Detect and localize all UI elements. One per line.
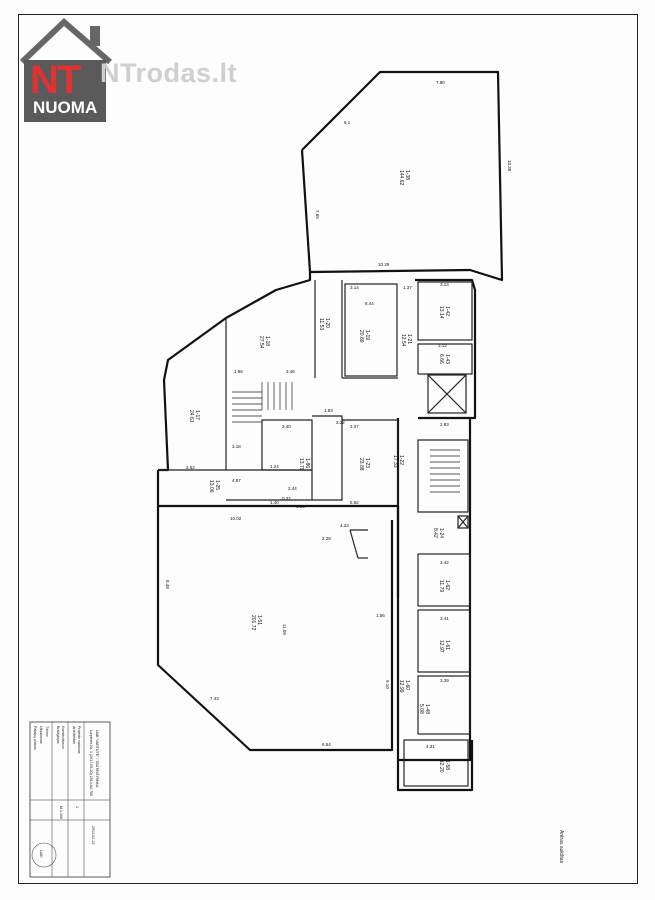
house-roof-icon bbox=[19, 17, 112, 65]
dimension-label: 5.62 bbox=[350, 500, 359, 505]
dimension-label: 6.1 bbox=[344, 120, 351, 125]
title-block-heading: UAB "VARTUTE" / TAUTINŠ RINKA bbox=[95, 730, 100, 788]
room-labels: 1-38144.62 1-1920.89 1-4213.14 1-436.66 … bbox=[188, 170, 450, 773]
dimension-label: 10.29 bbox=[378, 262, 390, 267]
title-block-row: Braižytojas bbox=[56, 726, 60, 744]
title-block-row: Architektas bbox=[72, 726, 76, 744]
room-label: 1-1724.61 bbox=[188, 410, 200, 423]
title-block-row: Patalpų planas bbox=[33, 726, 37, 750]
dimension-labels: 7.90 10.38 10.29 7.65 6.1 3.14 8.44 1.37… bbox=[165, 80, 512, 749]
dimension-label: 4.87 bbox=[232, 478, 241, 483]
title-block-row: Projekto vadovas bbox=[77, 726, 81, 754]
dimension-label: 1.93 bbox=[324, 408, 333, 413]
room-label: 1-6112.97 bbox=[438, 640, 450, 653]
dimension-label: 1.96 bbox=[234, 369, 243, 374]
exterior-walls bbox=[156, 70, 504, 792]
room-label: 1-2513.06 bbox=[208, 480, 220, 493]
room-label: 1-2011.53 bbox=[318, 318, 330, 330]
room-label: 1-38144.62 bbox=[398, 170, 410, 186]
title-block: UAB "VARTUTE" / TAUTINŠ RINKA Laiptinės … bbox=[29, 721, 111, 878]
dimension-label: 1.37 bbox=[403, 285, 412, 290]
room-label: 1-2217.33 bbox=[392, 455, 404, 468]
room-label: 1-51201.72 bbox=[250, 615, 262, 631]
dimension-label: 2.22 bbox=[336, 420, 345, 425]
logo-badge bbox=[24, 60, 106, 122]
dimension-label: 3.40 bbox=[282, 424, 291, 429]
dimension-label: 0.37 bbox=[282, 496, 291, 501]
date-label: 2014-02-23 bbox=[91, 826, 95, 844]
dimension-label: 3.13 bbox=[440, 282, 449, 287]
dimension-label: 2.44 bbox=[288, 486, 297, 491]
dimension-label: 4.23 bbox=[340, 523, 349, 528]
room-label: 1-6012.99 bbox=[398, 680, 410, 693]
dimension-label: 3.42 bbox=[440, 560, 449, 565]
dimension-label: 3.39 bbox=[440, 678, 449, 683]
title-block-row: Užsakovas bbox=[39, 726, 43, 744]
dimension-label: 3.18 bbox=[232, 444, 241, 449]
stamp-text: LAIK bbox=[39, 850, 43, 858]
dimension-label: 1.40 bbox=[270, 500, 279, 505]
dimension-label: 9.10 bbox=[385, 680, 390, 689]
sheet-number: 1 bbox=[75, 806, 79, 808]
dimension-label: 3.37 bbox=[350, 424, 359, 429]
staircase-lines bbox=[232, 382, 460, 493]
dimension-label: 3.46 bbox=[286, 369, 295, 374]
dimension-label: 3.41 bbox=[440, 616, 449, 621]
dimension-label: 8.48 bbox=[165, 580, 170, 589]
room-label: 1-2112.54 bbox=[400, 334, 412, 347]
interior-walls bbox=[158, 280, 473, 787]
watermark: NTrodas.lt bbox=[100, 58, 238, 88]
dimension-label: 3.14 bbox=[350, 285, 359, 290]
room-label: 1-436.66 bbox=[438, 354, 450, 364]
dimension-label: 1.85 bbox=[296, 504, 305, 509]
dimension-label: 8.54 bbox=[322, 742, 331, 747]
room-label: 1-1920.89 bbox=[358, 330, 370, 343]
side-note: Antras aukštas bbox=[558, 830, 564, 864]
title-block-subheading: Laiptinės Nr. 1 (2017-05-20) 2014-02-700 bbox=[89, 730, 93, 796]
logo-subtitle: NUOMA bbox=[33, 98, 98, 117]
dimension-label: 8.44 bbox=[365, 301, 374, 306]
room-label: 1-6211.79 bbox=[438, 580, 450, 592]
brand-logo bbox=[18, 16, 138, 126]
dimension-label: 11.09 bbox=[282, 624, 287, 635]
scale-label: M 1:100 bbox=[59, 806, 63, 819]
room-label: 1-8613.79 bbox=[298, 458, 310, 471]
dimension-label: 1.56 bbox=[376, 613, 385, 618]
dimension-label: 10.38 bbox=[507, 160, 512, 172]
room-label: 1-5812.20 bbox=[438, 760, 450, 773]
dimension-label: 2.28 bbox=[322, 536, 331, 541]
dimension-label: 10.02 bbox=[230, 516, 242, 521]
logo-letters: NT bbox=[30, 58, 81, 102]
room-label: 1-485.08 bbox=[418, 704, 430, 714]
dimension-label: 7.65 bbox=[315, 210, 320, 219]
dimension-label: 3.12 bbox=[438, 343, 447, 348]
drawing-border bbox=[18, 14, 638, 884]
room-label: 1-248.42 bbox=[432, 528, 444, 538]
dimension-label: 1.24 bbox=[270, 464, 279, 469]
dimension-label: 2.83 bbox=[440, 422, 449, 427]
dimension-label: 2.62 bbox=[186, 465, 195, 470]
dimension-label: 7.43 bbox=[210, 696, 219, 701]
room-label: 1-1827.54 bbox=[258, 336, 270, 349]
dimension-label: 4.31 bbox=[426, 744, 435, 749]
title-block-row: Tikrino bbox=[45, 726, 49, 737]
room-label: 1-4213.14 bbox=[438, 306, 450, 319]
dimension-label: 7.90 bbox=[436, 80, 445, 85]
room-label: 1-2323.88 bbox=[358, 458, 370, 471]
title-block-row: Konstruktorius bbox=[61, 726, 65, 749]
